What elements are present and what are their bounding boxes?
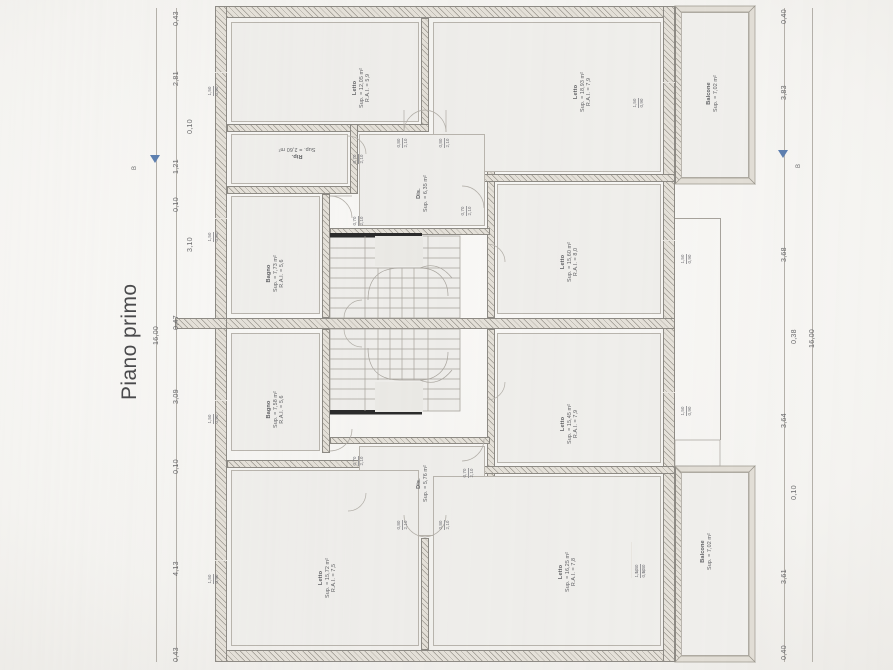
window-opening-left-1 — [215, 72, 227, 73]
wall-exterior-right — [663, 6, 675, 662]
section-marker-right — [778, 150, 788, 158]
window-opening-left-2 — [215, 218, 227, 219]
section-marker-left — [150, 155, 160, 163]
balcony-connector-line — [675, 218, 721, 220]
window-opening-right-4 — [631, 542, 632, 578]
wall-stub-left-top — [175, 318, 227, 329]
wall-partition-bot-1 — [421, 538, 429, 650]
balcony-top-right-floor — [681, 12, 749, 178]
window-opening-right-2 — [663, 240, 675, 241]
room-fill-letto-4 — [497, 333, 661, 463]
room-fill-dis-1 — [359, 134, 485, 226]
room-fill-rip-1 — [231, 134, 348, 184]
room-fill-bagno-2 — [231, 333, 320, 451]
room-fill-bagno-1 — [231, 196, 320, 314]
wall-partition-bot-5 — [322, 329, 330, 453]
window-opening-left-3 — [215, 400, 227, 401]
room-fill-letto-1 — [231, 22, 419, 122]
balcony-connector-line-2 — [720, 218, 722, 440]
room-fill-letto-5 — [231, 470, 419, 646]
wall-partition-bot-6 — [330, 437, 490, 444]
dimension-line-right-outer — [812, 8, 814, 662]
dimension-line-left-outer — [156, 8, 158, 662]
wall-exterior-left — [215, 6, 227, 662]
balcony-bottom-right-floor — [681, 472, 749, 656]
wall-partition-top-2 — [227, 124, 429, 132]
wall-partition-top-7 — [322, 194, 330, 318]
room-fill-letto-6 — [433, 476, 661, 646]
dimension-line-right-inner — [784, 8, 786, 662]
window-opening-right-3 — [663, 392, 675, 393]
room-fill-letto-3 — [497, 184, 661, 314]
window-opening-left-4 — [215, 560, 227, 561]
dimension-line-left-inner — [176, 8, 178, 662]
window-opening-right-1 — [663, 82, 675, 83]
wall-partition-top-4 — [350, 124, 358, 194]
